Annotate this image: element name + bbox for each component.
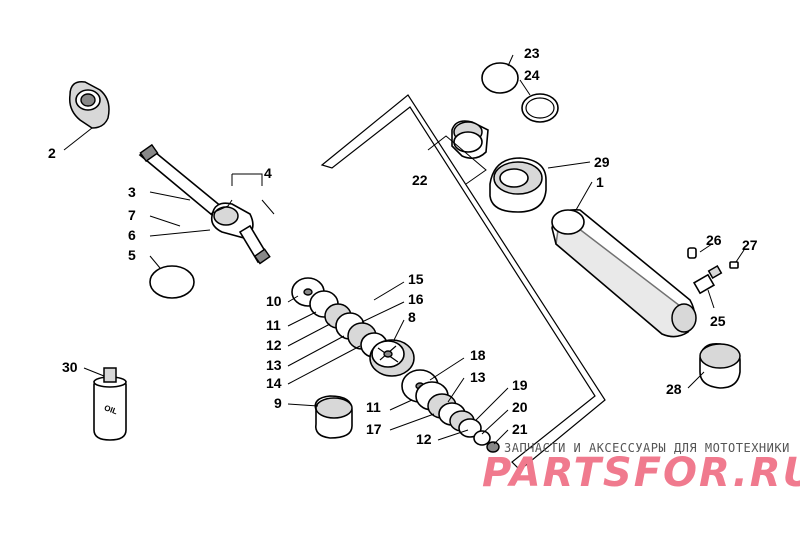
callout-17: 17 bbox=[366, 421, 382, 437]
callout-1: 1 bbox=[596, 174, 604, 190]
callout-3: 3 bbox=[128, 184, 136, 200]
washer-stack-lower bbox=[401, 369, 500, 453]
watermark: ЗАПЧАСТИ И АКСЕССУАРЫ ДЛЯ МОТОТЕХНИКИ PA… bbox=[482, 441, 800, 496]
callout-2: 2 bbox=[48, 145, 56, 161]
shock-body-part bbox=[551, 209, 697, 338]
callout-9: 9 bbox=[274, 395, 282, 411]
callout-21: 21 bbox=[512, 421, 528, 437]
callout-18: 18 bbox=[470, 347, 486, 363]
watermark-brand: PARTSFOR.RU bbox=[482, 450, 800, 496]
reservoir-cap-part bbox=[699, 342, 741, 389]
callout-13-lower: 13 bbox=[470, 369, 486, 385]
callout-8: 8 bbox=[408, 309, 416, 325]
callout-30: 30 bbox=[62, 359, 78, 375]
bushing-ring-part bbox=[521, 93, 559, 123]
callout-5: 5 bbox=[128, 247, 136, 263]
callout-20: 20 bbox=[512, 399, 528, 415]
callout-7: 7 bbox=[128, 207, 136, 223]
callout-29: 29 bbox=[594, 154, 610, 170]
callout-28: 28 bbox=[666, 381, 682, 397]
seal-ring-part bbox=[481, 62, 519, 94]
oil-container-label: OIL bbox=[103, 403, 119, 416]
leader-lines bbox=[63, 54, 745, 445]
end-cap-bracket bbox=[427, 135, 487, 185]
valve-cap-part bbox=[687, 247, 697, 259]
callout-25: 25 bbox=[710, 313, 726, 329]
watermark-subtitle: ЗАПЧАСТИ И АКСЕССУАРЫ ДЛЯ МОТОТЕХНИКИ bbox=[504, 441, 790, 455]
valve-core-part bbox=[729, 261, 739, 269]
callout-12-upper: 12 bbox=[266, 337, 282, 353]
callout-11-upper: 11 bbox=[266, 317, 281, 333]
callout-14: 14 bbox=[266, 375, 282, 391]
callout-numbers: 23 24 29 22 1 26 27 25 28 2 3 4 7 6 5 10… bbox=[48, 45, 758, 447]
piston-rod-part bbox=[138, 143, 271, 265]
piston-part bbox=[369, 339, 415, 377]
o-ring-part bbox=[149, 265, 195, 299]
callout-22: 22 bbox=[412, 172, 428, 188]
callout-15: 15 bbox=[408, 271, 424, 287]
callout-16: 16 bbox=[408, 291, 424, 307]
callout-10: 10 bbox=[266, 293, 282, 309]
callout-6: 6 bbox=[128, 227, 136, 243]
piston-band-part bbox=[314, 395, 353, 439]
oil-container-part: OIL bbox=[93, 367, 127, 441]
exploded-view-boundary bbox=[320, 94, 606, 471]
eyelet-mount-part bbox=[68, 81, 110, 129]
washer-stack-upper bbox=[291, 277, 388, 358]
callout-19: 19 bbox=[512, 377, 528, 393]
callout-12-lower: 12 bbox=[416, 431, 432, 447]
callout-24: 24 bbox=[524, 67, 540, 83]
callout-4: 4 bbox=[264, 165, 272, 181]
end-cap-part bbox=[451, 120, 489, 160]
callout-26: 26 bbox=[706, 232, 722, 248]
callout-13-upper: 13 bbox=[266, 357, 282, 373]
callout-11-lower: 11 bbox=[366, 399, 381, 415]
retainer-cup-part bbox=[489, 157, 547, 213]
callout-23: 23 bbox=[524, 45, 540, 61]
reservoir-valve-part bbox=[692, 265, 723, 295]
callout-27: 27 bbox=[742, 237, 758, 253]
